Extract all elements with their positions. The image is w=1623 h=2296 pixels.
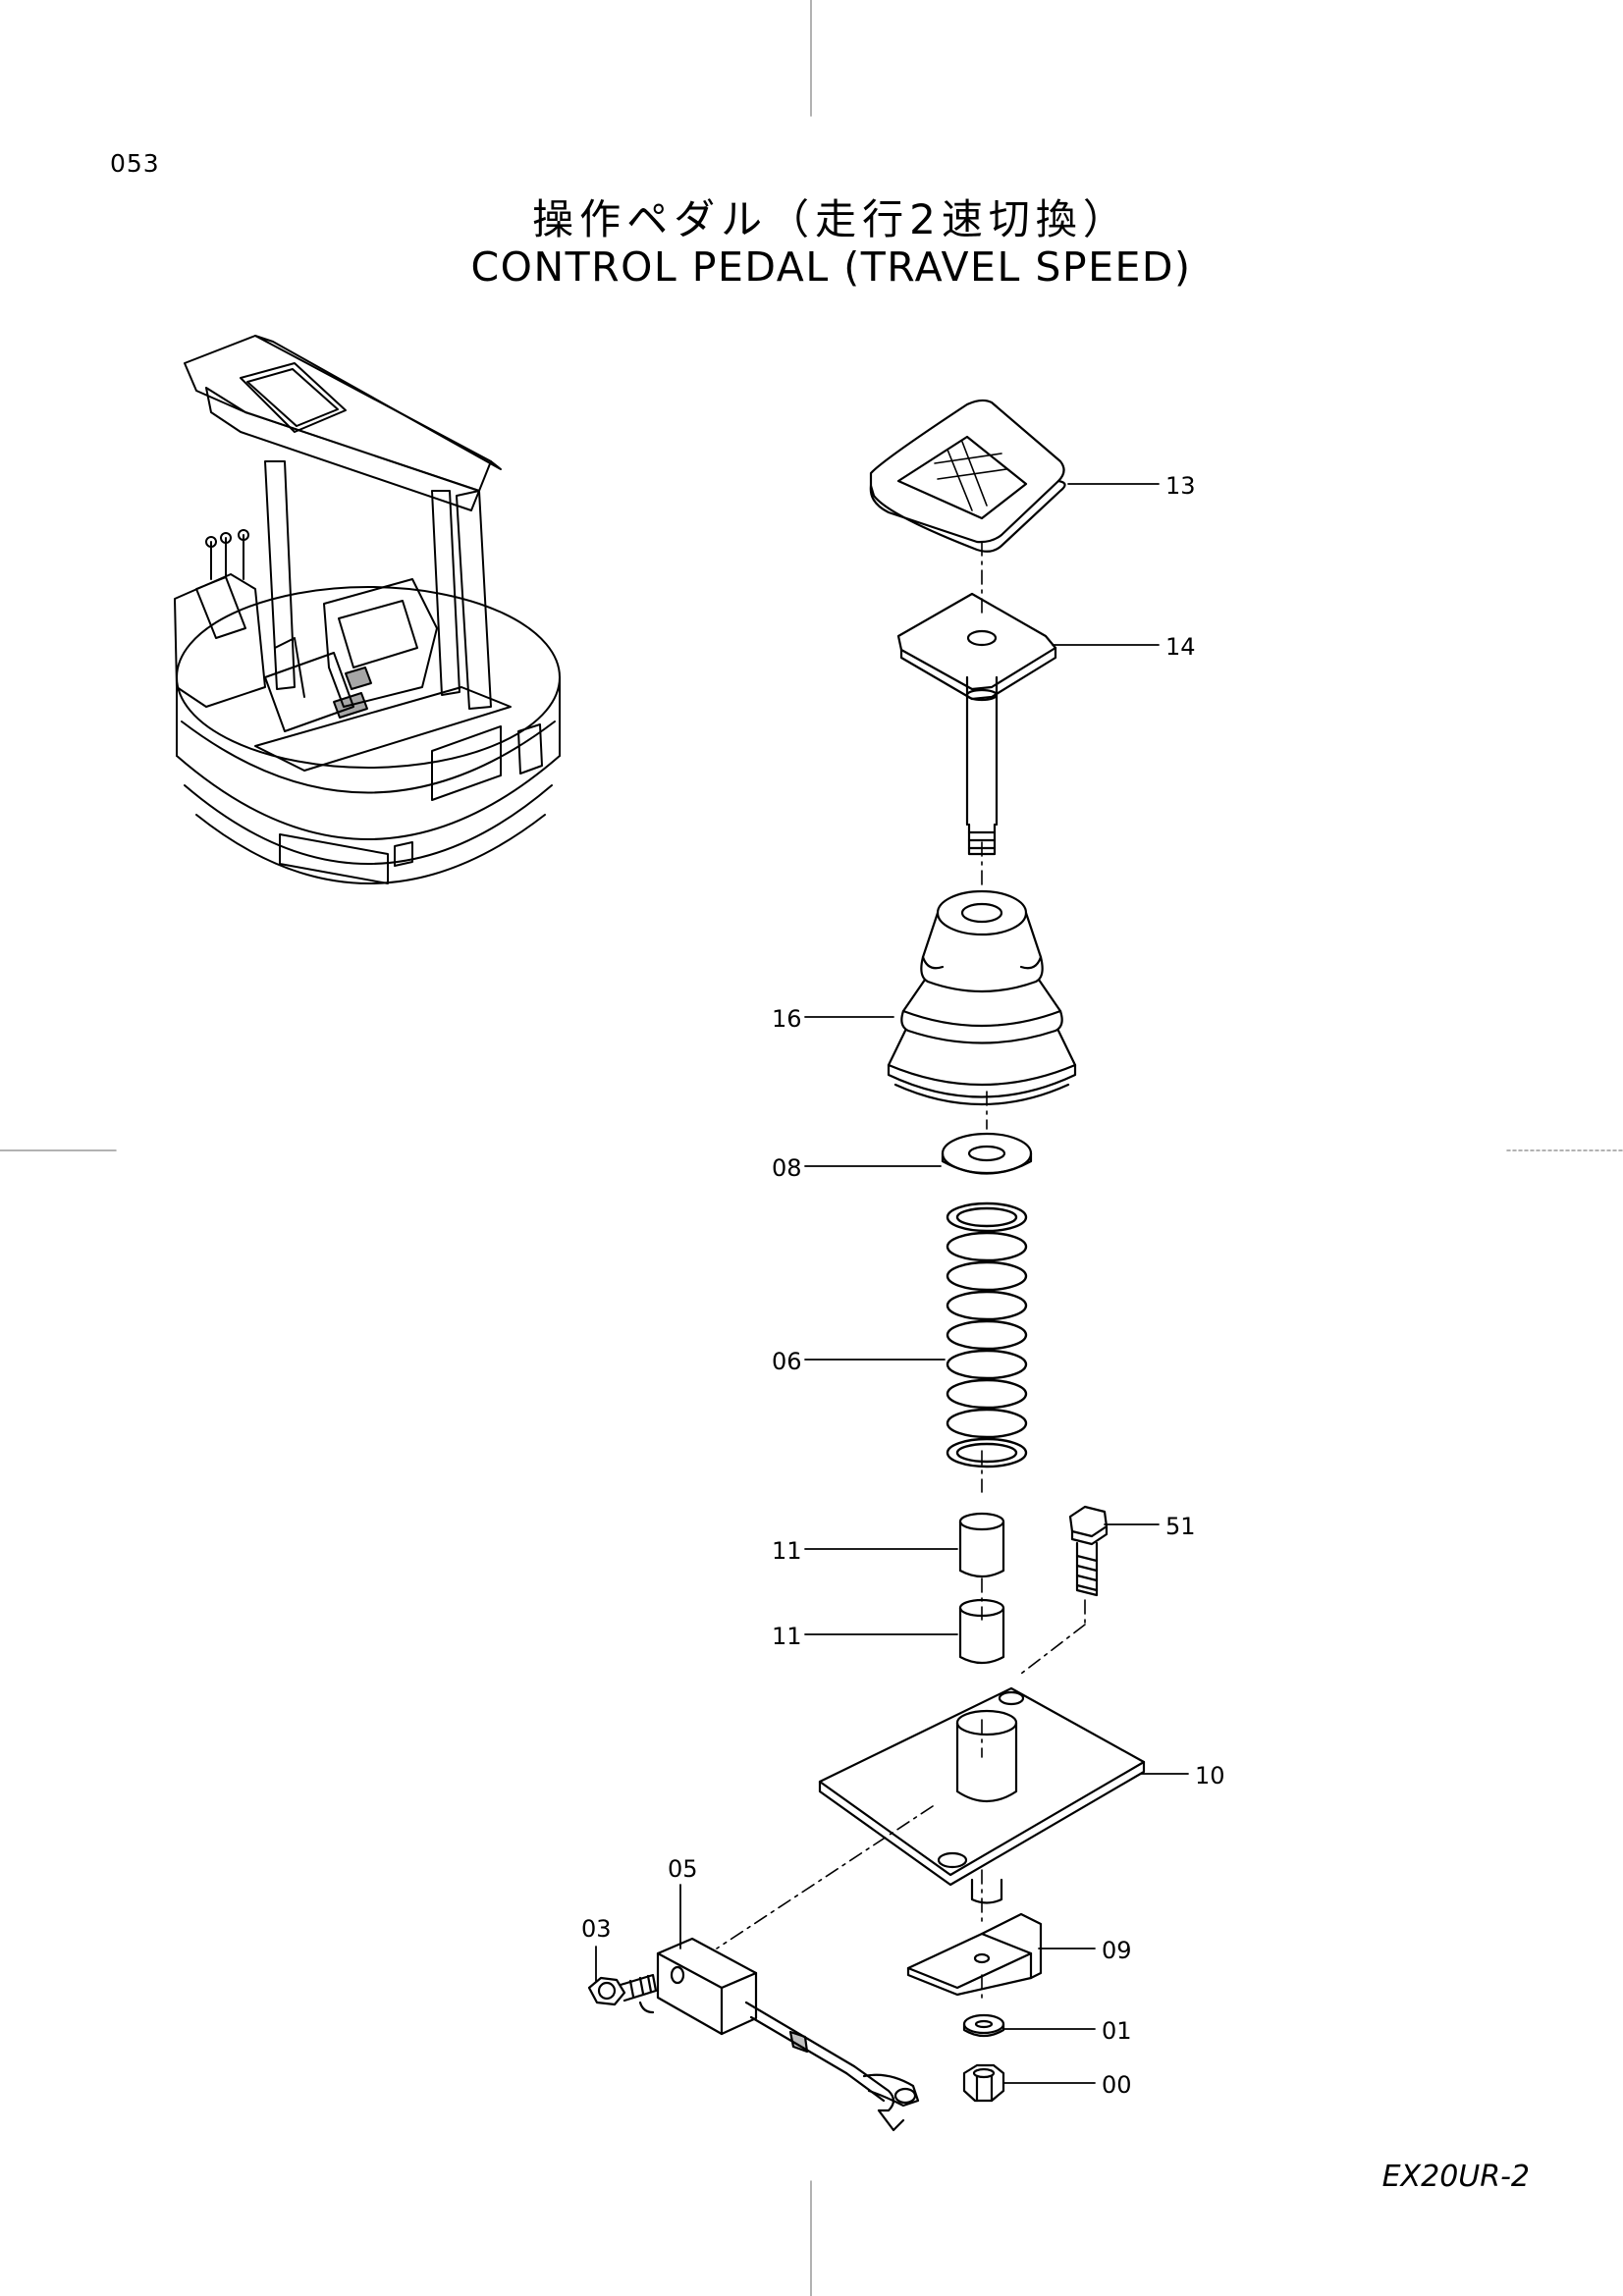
callout-11-upper: 11: [772, 1537, 802, 1565]
callout-05: 05: [668, 1855, 698, 1883]
part-16-rubber-boot: [887, 889, 1077, 1106]
callout-01: 01: [1102, 2017, 1132, 2045]
callout-13: 13: [1165, 472, 1196, 500]
part-09-bracket: [906, 1912, 1043, 1997]
callout-10: 10: [1195, 1762, 1225, 1789]
title-english: CONTROL PEDAL (TRAVEL SPEED): [470, 243, 1192, 291]
callout-51: 51: [1165, 1513, 1196, 1540]
leader-lines: [595, 483, 1189, 2084]
callout-08: 08: [772, 1154, 802, 1182]
callout-03: 03: [581, 1915, 612, 1943]
part-06-spring: [946, 1201, 1028, 1468]
callout-labels: 13 14 16 08 06 51 11 11 10 05 03 09 01 0…: [581, 472, 1225, 2099]
callout-11-lower: 11: [772, 1623, 802, 1650]
part-11-bushing-lower: [958, 1598, 1005, 1665]
callout-06: 06: [772, 1348, 802, 1375]
part-13-pedal-pad: [869, 399, 1066, 553]
machine-overview-illustration: [174, 335, 561, 884]
callout-16: 16: [772, 1005, 802, 1033]
part-51-bolt: [1068, 1505, 1109, 1597]
title-japanese: 操作ペダル（走行2速切換）: [532, 195, 1130, 243]
part-10-base-plate: [818, 1686, 1146, 1904]
part-08-washer: [941, 1132, 1033, 1175]
part-05-switch: [656, 1937, 920, 2132]
callout-09: 09: [1102, 1937, 1132, 1964]
model-code: EX20UR-2: [1381, 2160, 1530, 2194]
part-14-pedal-plate: [896, 592, 1057, 856]
center-dash-lines: [716, 541, 1086, 1999]
callout-00: 00: [1102, 2071, 1132, 2099]
page-number: 053: [110, 149, 160, 178]
part-11-bushing-upper: [958, 1512, 1005, 1578]
callout-14: 14: [1165, 633, 1196, 661]
part-03-screw: [587, 1973, 658, 2014]
part-01-washer: [962, 2013, 1005, 2038]
part-00-nut: [962, 2063, 1005, 2103]
